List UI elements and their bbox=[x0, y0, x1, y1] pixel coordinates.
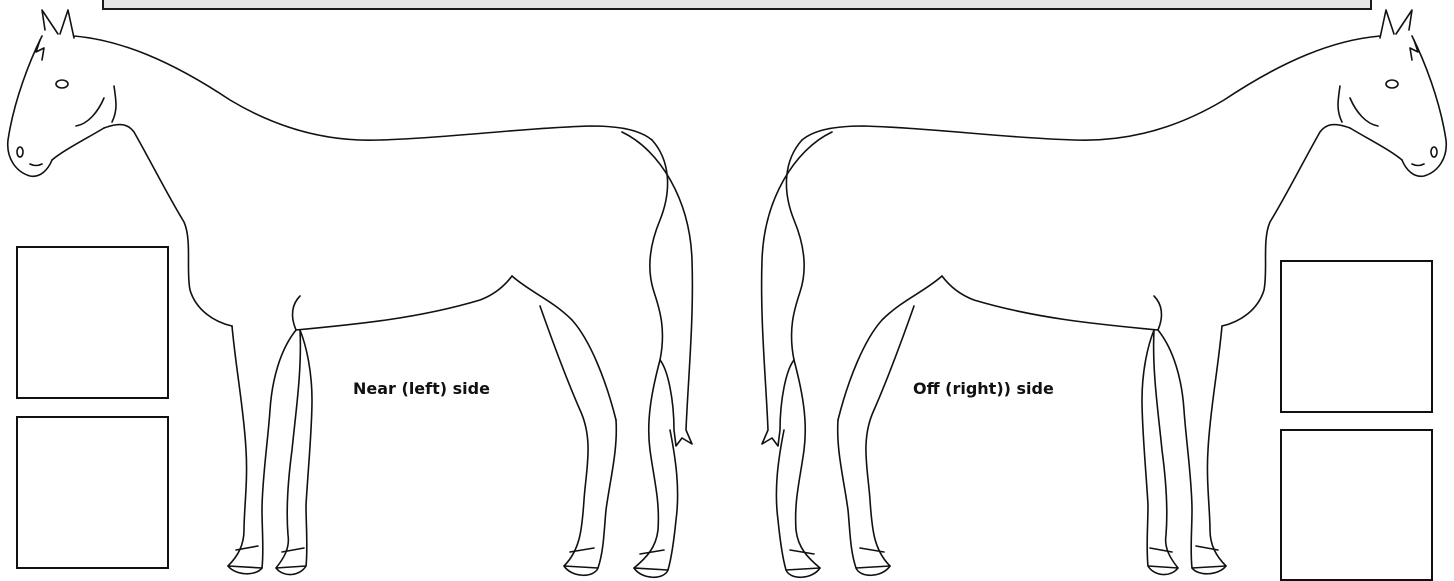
horse-coronet bbox=[1196, 546, 1218, 550]
horse-hindquarter bbox=[786, 140, 804, 360]
near-side-label: Near (left) side bbox=[353, 379, 490, 398]
horse-tail bbox=[762, 132, 832, 446]
horse-nostril bbox=[17, 147, 23, 157]
horse-coronet bbox=[570, 548, 594, 552]
horse-ear bbox=[1396, 10, 1412, 34]
horse-elbow bbox=[1154, 296, 1161, 330]
near-side-marking-box-1[interactable] bbox=[16, 246, 169, 399]
horse-tail bbox=[622, 132, 692, 446]
horse-front-leg-near bbox=[276, 330, 312, 568]
horse-hindquarter bbox=[650, 140, 668, 360]
horse-nostril bbox=[1431, 147, 1437, 157]
horse-ear bbox=[1380, 10, 1394, 38]
horse-front-leg-near bbox=[1142, 330, 1178, 568]
horse-stifle bbox=[512, 276, 616, 420]
horse-coronet bbox=[790, 550, 814, 554]
horse-eye bbox=[1386, 80, 1398, 88]
horse-hind-leg-far bbox=[540, 306, 616, 568]
horse-topline bbox=[802, 36, 1380, 140]
horse-forelock bbox=[1410, 40, 1418, 60]
horse-front-leg-far bbox=[228, 326, 296, 568]
horse-coronet bbox=[1150, 548, 1172, 552]
horse-cheek bbox=[1350, 98, 1378, 126]
horse-front-leg-far bbox=[1158, 326, 1226, 568]
off-side-label: Off (right)) side bbox=[913, 379, 1054, 398]
off-side-marking-box-1[interactable] bbox=[1280, 260, 1433, 413]
horse-jaw bbox=[1350, 128, 1402, 160]
horse-eye bbox=[56, 80, 68, 88]
horse-topline bbox=[74, 36, 652, 140]
horse-throatlatch bbox=[112, 86, 116, 122]
horse-stifle bbox=[838, 276, 942, 420]
horse-face bbox=[8, 36, 52, 176]
horse-hind-leg-far bbox=[838, 306, 914, 568]
near-side-marking-box-2[interactable] bbox=[16, 416, 169, 569]
horse-coronet bbox=[236, 546, 258, 550]
horse-coronet bbox=[860, 548, 884, 552]
off-side-marking-box-2[interactable] bbox=[1280, 429, 1433, 581]
horse-mouth bbox=[30, 164, 42, 166]
horse-belly bbox=[942, 276, 1158, 330]
horse-ear bbox=[60, 10, 74, 38]
horse-face bbox=[1402, 36, 1446, 176]
horse-elbow bbox=[293, 296, 300, 330]
horse-throatlatch bbox=[1338, 86, 1342, 122]
horse-coronet bbox=[282, 548, 304, 552]
horse-ear bbox=[42, 10, 58, 34]
horse-jaw bbox=[52, 128, 104, 160]
horse-belly bbox=[296, 276, 512, 330]
horse-mouth bbox=[1412, 164, 1424, 166]
horse-cheek bbox=[76, 98, 104, 126]
horse-forelock bbox=[36, 40, 44, 60]
horse-coronet bbox=[640, 550, 664, 554]
